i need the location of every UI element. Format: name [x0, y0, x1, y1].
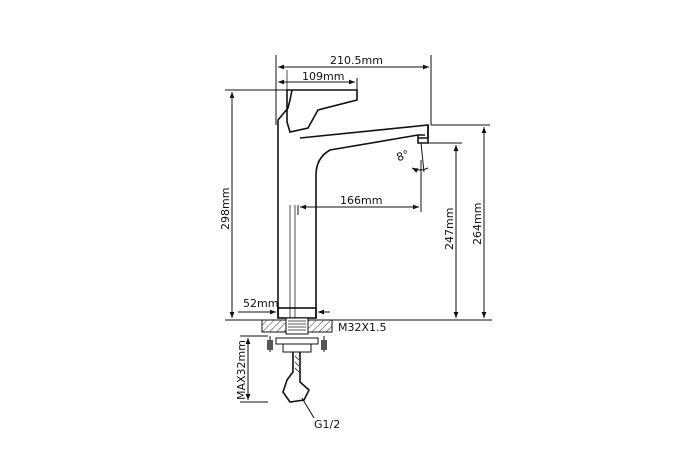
dim-handle-width: 109mm	[302, 70, 344, 83]
dimension-lines	[225, 55, 492, 403]
dim-spout-angle: 8°	[395, 148, 411, 164]
dim-base-diameter: 52mm	[243, 297, 278, 310]
dim-aerator-height: 264mm	[471, 203, 484, 245]
mounting-hardware	[267, 336, 327, 419]
dim-overall-height: 298mm	[219, 188, 232, 230]
dim-spout-height: 247mm	[443, 208, 456, 250]
dim-overall-width: 210.5mm	[330, 54, 383, 67]
faucet-body	[277, 70, 429, 319]
dim-spout-reach: 166mm	[340, 194, 382, 207]
label-thread: M32X1.5	[338, 321, 387, 334]
dim-max-thickness: MAX32mm	[235, 340, 248, 400]
label-connection: G1/2	[314, 418, 340, 431]
counter-top	[261, 317, 333, 335]
